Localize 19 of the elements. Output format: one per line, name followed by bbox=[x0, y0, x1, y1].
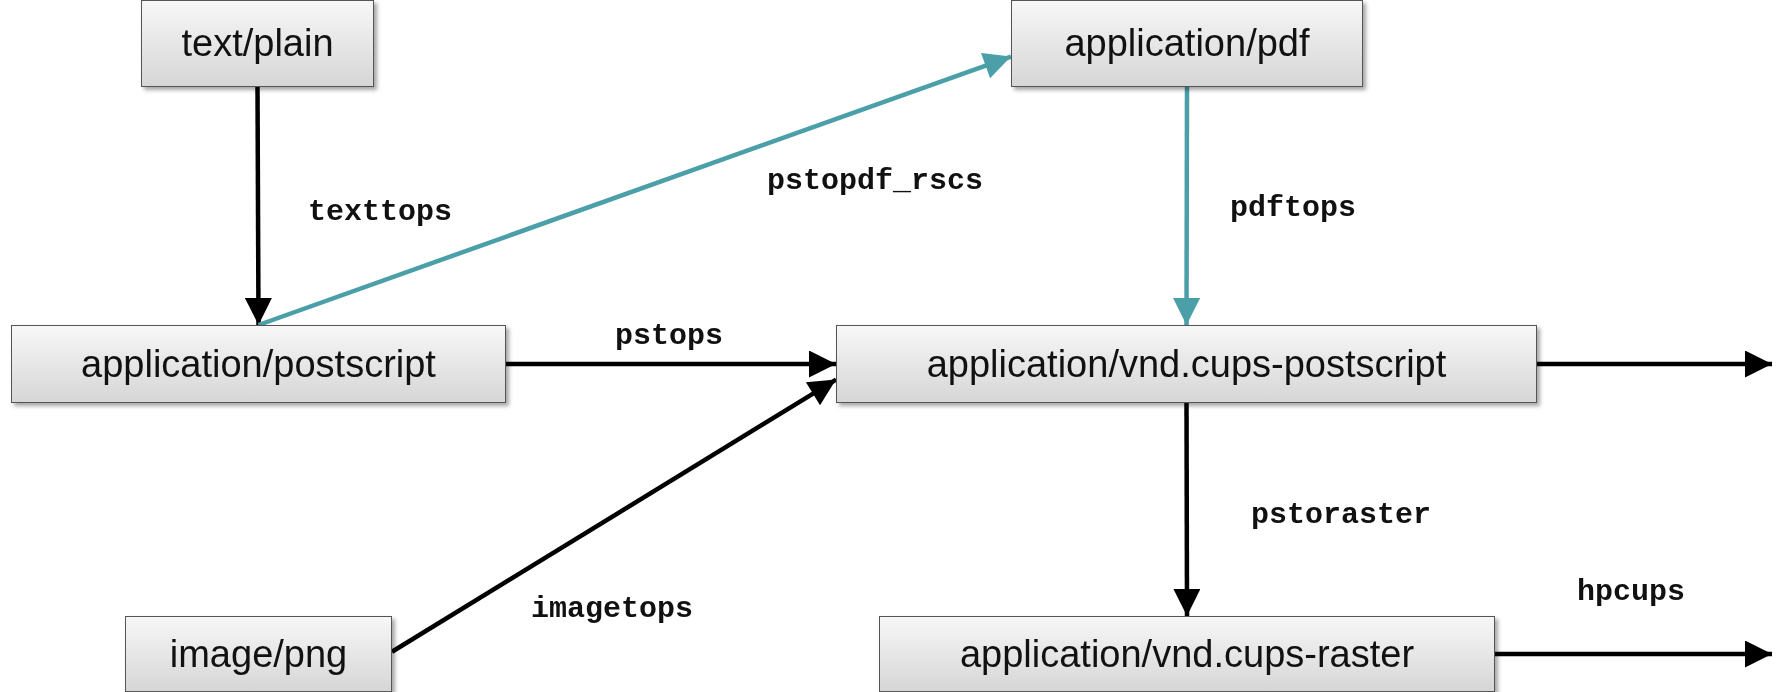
type-box bbox=[141, 0, 374, 87]
arrow bbox=[506, 350, 836, 378]
type-label: application/postscript bbox=[81, 342, 436, 386]
type-box bbox=[11, 325, 506, 403]
arrow bbox=[1537, 350, 1772, 378]
arrow bbox=[1173, 87, 1201, 325]
type-label: application/pdf bbox=[1064, 22, 1310, 65]
arrow bbox=[390, 377, 838, 654]
type-box bbox=[879, 616, 1495, 692]
arrow bbox=[244, 87, 272, 325]
type-box bbox=[125, 616, 392, 692]
type-box bbox=[836, 325, 1537, 403]
type-box bbox=[1011, 0, 1363, 87]
arrow bbox=[1495, 640, 1772, 668]
type-label: application/vnd.cups-postscript bbox=[926, 342, 1447, 386]
type-label: text/plain bbox=[181, 22, 334, 65]
arrow bbox=[1173, 403, 1201, 616]
type-label: application/vnd.cups-raster bbox=[959, 632, 1415, 676]
type-label: image/png bbox=[169, 632, 348, 676]
